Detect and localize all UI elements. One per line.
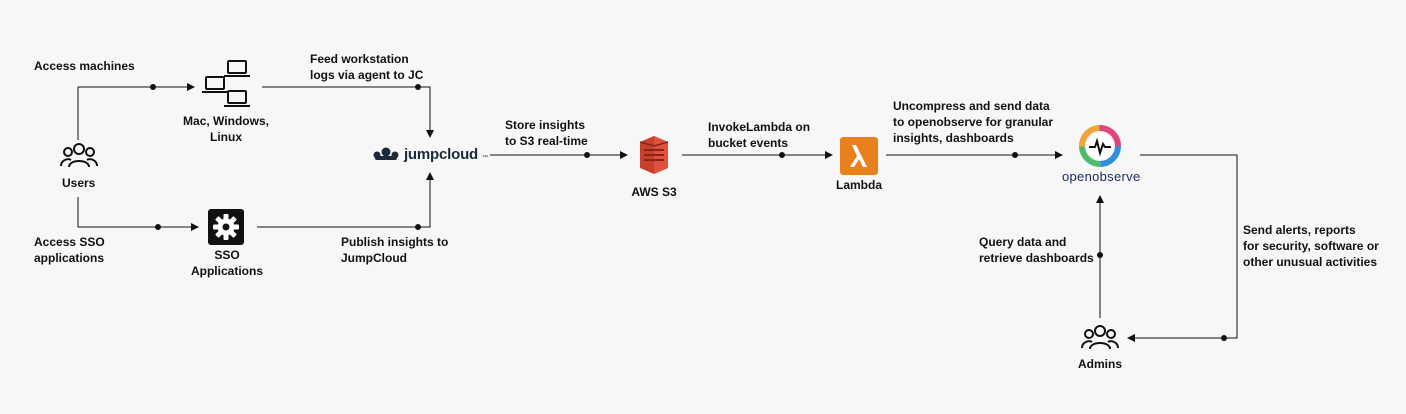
- trademark-mark: ™: [482, 155, 488, 161]
- lambda-label: Lambda: [835, 178, 882, 192]
- laptops-icon: [202, 60, 250, 107]
- openobserve-icon: [1079, 125, 1121, 167]
- edge-dot: [415, 84, 421, 90]
- edge-dot: [1012, 152, 1018, 158]
- sso-apps-label: SSO Applications: [190, 248, 263, 278]
- edge-dot: [779, 152, 785, 158]
- edge-dot: [584, 152, 590, 158]
- store-insights-label: Store insights to S3 real-time: [505, 118, 588, 148]
- edge-dot: [1097, 252, 1103, 258]
- edge-users-sso: [77, 197, 199, 231]
- feed-logs-label: Feed workstation logs via agent to JC: [310, 52, 424, 82]
- invoke-lambda-label: InvokeLambda on bucket events: [708, 120, 811, 150]
- aws-s3-icon: [639, 136, 669, 174]
- users-icon: [60, 143, 98, 168]
- access-sso-label: Access SSO applications: [34, 235, 105, 265]
- edge-dot: [1221, 335, 1227, 341]
- jumpcloud-logo: jumpcloud ™: [372, 143, 488, 165]
- openobserve-wordmark-container: openobserve: [1062, 168, 1140, 186]
- admins-icon: [1081, 325, 1119, 350]
- publish-insights-label: Publish insights to JumpCloud: [341, 235, 449, 265]
- access-machines-label: Access machines: [34, 59, 135, 73]
- edge-sso-jumpcloud: [257, 172, 434, 228]
- gear-icon: [208, 209, 244, 245]
- edge-dot: [415, 224, 421, 230]
- lambda-icon: [840, 137, 878, 175]
- users-label: Users: [62, 176, 96, 190]
- cloud-icon: [373, 147, 399, 160]
- edge-openobserve-admins: [1127, 154, 1238, 342]
- aws-s3-label: AWS S3: [631, 185, 677, 199]
- uncompress-label: Uncompress and send data to openobserve …: [893, 99, 1054, 145]
- edge-machines-jumpcloud: [262, 86, 434, 138]
- query-data-label: Query data and retrieve dashboards: [979, 235, 1094, 265]
- edge-users-machines: [77, 83, 195, 140]
- machines-label: Mac, Windows, Linux: [183, 114, 269, 144]
- edge-dot: [155, 224, 161, 230]
- send-alerts-label: Send alerts, reports for security, softw…: [1243, 223, 1379, 269]
- edge-dot: [150, 84, 156, 90]
- openobserve-wordmark: openobserve: [1062, 169, 1141, 184]
- jumpcloud-wordmark: jumpcloud: [403, 145, 478, 163]
- admins-label: Admins: [1077, 357, 1122, 371]
